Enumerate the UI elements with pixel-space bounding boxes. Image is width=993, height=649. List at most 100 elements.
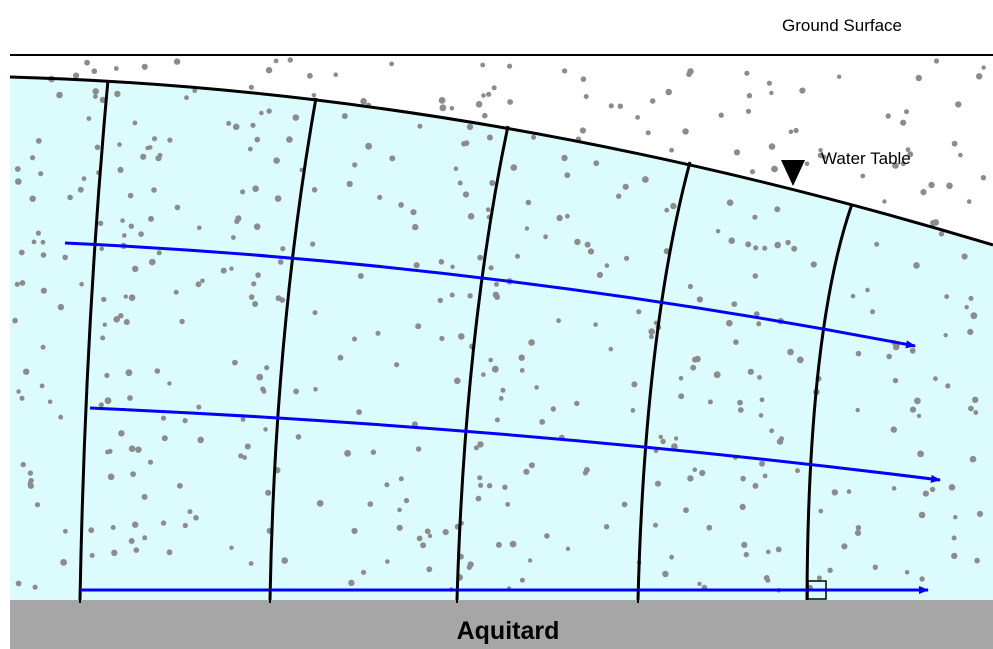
sand-grain (976, 73, 983, 80)
sand-grain (40, 344, 46, 350)
sand-grain (141, 63, 148, 70)
sand-grain (389, 155, 396, 162)
sand-grain (14, 166, 21, 172)
sand-grain (229, 266, 234, 271)
sand-grain (917, 450, 924, 458)
sand-grain (426, 566, 433, 573)
sand-grain (494, 417, 500, 423)
sand-grain (57, 303, 65, 311)
sand-grain (604, 263, 610, 268)
sand-grain (266, 108, 272, 114)
sand-grain (565, 546, 571, 551)
sand-grain (544, 533, 550, 539)
sand-grain (505, 502, 511, 507)
sand-grain (892, 162, 899, 169)
sand-grain (313, 387, 318, 392)
sand-grain (454, 377, 461, 385)
sand-grain (621, 501, 628, 508)
sand-grain (118, 430, 125, 437)
sand-grain (909, 347, 916, 354)
sand-grain (550, 406, 556, 412)
sand-grain (47, 399, 53, 405)
sand-grain (337, 354, 344, 361)
sand-grain (248, 84, 254, 90)
sand-grain (27, 470, 34, 476)
sand-grain (642, 176, 649, 183)
sand-grain (226, 120, 232, 126)
sand-grain (254, 136, 261, 143)
sand-grain (707, 399, 713, 405)
sand-grain (648, 328, 655, 335)
sand-grain (273, 58, 279, 64)
sand-grain (951, 140, 958, 147)
sand-grain (457, 180, 463, 186)
sand-grain (370, 449, 377, 455)
sand-grain (891, 486, 897, 491)
sand-grain (58, 414, 64, 420)
sand-grain (19, 395, 25, 401)
sand-grain (104, 397, 112, 405)
sand-grain (351, 527, 358, 535)
sand-grain (491, 365, 499, 373)
sand-grain (737, 407, 744, 413)
sand-grain (410, 209, 417, 216)
sand-grain (473, 445, 479, 451)
sand-grain (142, 535, 148, 541)
sand-grain (837, 74, 842, 79)
sand-grain (287, 57, 293, 63)
sand-grain (502, 484, 508, 490)
sand-grain (904, 570, 910, 575)
sand-grain (821, 154, 827, 160)
sand-grain (437, 297, 443, 304)
water-table-line (9, 75, 993, 247)
sand-grain (933, 58, 940, 64)
sand-grain (127, 192, 134, 199)
sand-grain (365, 142, 372, 150)
sand-grain (665, 88, 672, 96)
sand-grain (494, 294, 500, 300)
sand-grain (872, 564, 878, 570)
sand-grain (438, 259, 445, 265)
sand-grain (220, 267, 227, 274)
sand-grain (132, 265, 139, 272)
water-table-label: Water Table (821, 149, 911, 168)
sand-grain (981, 65, 986, 70)
sand-grain (477, 441, 484, 448)
sand-grain (377, 194, 383, 200)
sand-grain (726, 319, 733, 327)
sand-grain (969, 455, 977, 463)
sand-grain (132, 521, 139, 528)
sand-grain (123, 294, 128, 299)
sand-grain (653, 522, 658, 528)
sand-grain (556, 214, 563, 222)
sand-grain (528, 462, 535, 469)
sand-grain (480, 62, 486, 68)
sand-grain (128, 294, 136, 302)
sand-grain (91, 68, 98, 74)
sand-grain (63, 528, 68, 534)
sand-grain (488, 265, 494, 271)
sand-grain (731, 301, 738, 307)
sand-grain (256, 373, 264, 381)
sand-grain (817, 152, 823, 158)
sand-grain (745, 241, 752, 248)
equipotential-line (78, 79, 110, 601)
sand-grain (630, 408, 636, 413)
sand-grain (274, 195, 282, 202)
sand-grain (762, 473, 768, 479)
sand-grain (534, 385, 539, 390)
sand-grain (860, 173, 866, 179)
sand-grain (608, 346, 614, 352)
sand-grain (14, 281, 20, 287)
sand-grain (746, 93, 753, 99)
sand-grain (495, 541, 502, 548)
sand-grain (120, 218, 125, 223)
sand-grain (467, 293, 473, 299)
sand-grain (482, 112, 488, 119)
sand-grain (539, 419, 546, 425)
sand-grain (718, 112, 724, 118)
sand-grain (130, 471, 137, 477)
sand-grain (293, 388, 299, 395)
sand-grain (19, 280, 26, 286)
sand-grain (846, 489, 852, 494)
